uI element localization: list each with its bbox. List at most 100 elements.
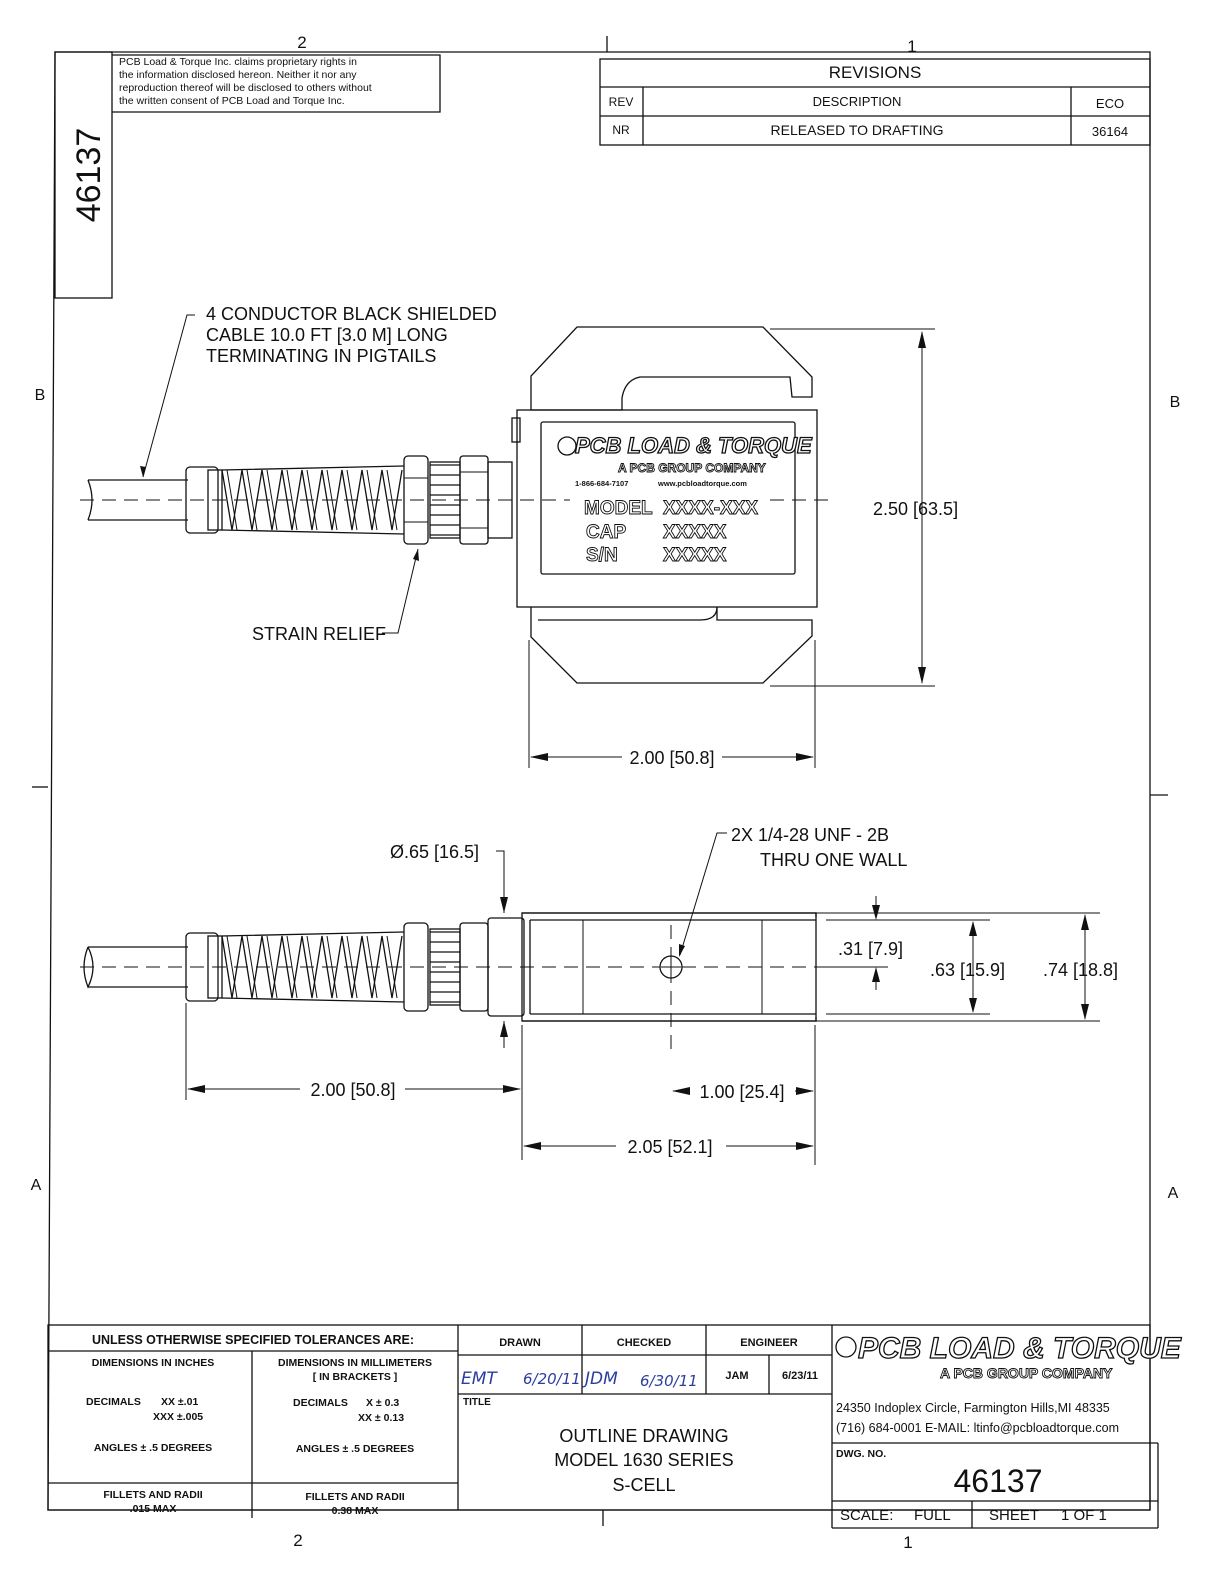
mm-xx: XX ± 0.13 <box>358 1412 404 1424</box>
zone-label-bottom-right: 1 <box>903 1533 912 1552</box>
rev-value: NR <box>612 123 630 137</box>
height-dim-text: 2.50 [63.5] <box>873 499 958 519</box>
plate-model-value: XXXX-XXX <box>663 498 758 519</box>
rev-header: REV <box>609 95 634 109</box>
pcb-logo-icon <box>835 1336 857 1358</box>
revisions-table: REVISIONS REV DESCRIPTION ECO NR RELEASE… <box>599 58 1151 146</box>
sheet-label: SHEET <box>989 1507 1039 1524</box>
sheet-value: 1 OF 1 <box>1061 1507 1107 1524</box>
revisions-title: REVISIONS <box>829 63 922 82</box>
zone-label-right-b: B <box>1170 394 1181 411</box>
cable-note-line-2: CABLE 10.0 FT [3.0 M] LONG <box>206 325 448 345</box>
plate-website: www.pcbloadtorque.com <box>657 479 747 488</box>
checked-date: 6/30/11 <box>640 1372 698 1390</box>
zone-label-top-left: 2 <box>297 33 306 52</box>
top-view: PCB LOAD & TORQUE A PCB GROUP COMPANY 1-… <box>80 326 830 684</box>
description-header: DESCRIPTION <box>813 94 902 109</box>
inch-xx: XX ±.01 <box>161 1396 198 1408</box>
thread-note-line-2: THRU ONE WALL <box>760 850 907 870</box>
inch-fillets: .015 MAX <box>130 1503 177 1515</box>
plate-cap-value: XXXXX <box>663 522 727 543</box>
plate-sn-label: S/N <box>586 545 618 566</box>
title-line-1: OUTLINE DRAWING <box>559 1426 728 1446</box>
half-thick-dim-text: .31 [7.9] <box>838 939 903 959</box>
cable-note-line-1: 4 CONDUCTOR BLACK SHIELDED <box>206 304 497 324</box>
inch-col-head: DIMENSIONS IN INCHES <box>92 1357 215 1369</box>
side-view <box>80 912 830 1050</box>
checked-label: CHECKED <box>617 1337 671 1349</box>
width-dim-top-text: 2.00 [50.8] <box>629 748 714 768</box>
thread-callout: 2X 1/4-28 UNF - 2B THRU ONE WALL <box>679 825 907 957</box>
engineer-date: 6/23/11 <box>782 1370 818 1382</box>
thickness-dimensions: .31 [7.9] .63 [15.9] .74 [18.8] <box>816 896 1118 1022</box>
thread-note-line-1: 2X 1/4-28 UNF - 2B <box>731 825 889 845</box>
tolerance-header: UNLESS OTHERWISE SPECIFIED TOLERANCES AR… <box>92 1333 414 1347</box>
mm-angles: ANGLES ± .5 DEGREES <box>296 1443 414 1455</box>
inch-fillets-head: FILLETS AND RADII <box>103 1489 202 1501</box>
company-contact: (716) 684-0001 E-MAIL: ltinfo@pcbloadtor… <box>836 1421 1119 1435</box>
zone-label-right-a: A <box>1168 1185 1179 1202</box>
mm-fillets: 0.38 MAX <box>332 1505 379 1517</box>
cable-callout: 4 CONDUCTOR BLACK SHIELDED CABLE 10.0 FT… <box>140 304 497 478</box>
inch-xxx: XXX ±.005 <box>153 1411 203 1423</box>
drawn-label: DRAWN <box>499 1337 541 1349</box>
plate-subbrand: A PCB GROUP COMPANY <box>618 461 766 475</box>
mm-fillets-head: FILLETS AND RADII <box>305 1491 404 1503</box>
plate-cap-label: CAP <box>586 522 626 543</box>
body-length-dimension: 2.05 [52.1] <box>521 1025 814 1160</box>
company-address: 24350 Indoplex Circle, Farmington Hills,… <box>836 1401 1110 1415</box>
hole-offset-dimension: 1.00 [25.4] <box>672 1025 816 1165</box>
notice-line-1: PCB Load & Torque Inc. claims proprietar… <box>119 56 357 68</box>
dwg-no-value: 46137 <box>954 1463 1043 1499</box>
eco-value: 36164 <box>1092 124 1128 139</box>
tab-drawing-number: 46137 <box>70 128 108 223</box>
mm-col-head-1: DIMENSIONS IN MILLIMETERS <box>278 1357 432 1369</box>
plate-model-label: MODEL <box>584 498 653 519</box>
plate-brand: PCB LOAD & TORQUE <box>575 433 813 458</box>
proprietary-notice: PCB Load & Torque Inc. claims proprietar… <box>112 54 441 113</box>
title-block: UNLESS OTHERWISE SPECIFIED TOLERANCES AR… <box>47 1324 1182 1529</box>
eco-header: ECO <box>1096 96 1124 111</box>
description-value: RELEASED TO DRAFTING <box>771 122 944 138</box>
notice-line-4: the written consent of PCB Load and Torq… <box>119 95 345 107</box>
engineer-label: ENGINEER <box>740 1337 798 1349</box>
drawn-date: 6/20/11 <box>523 1370 581 1388</box>
inch-angles: ANGLES ± .5 DEGREES <box>94 1442 212 1454</box>
mm-x: X ± 0.3 <box>366 1397 399 1409</box>
mm-decimals-label: DECIMALS <box>293 1397 348 1409</box>
cable-length-dimension: 2.00 [50.8] <box>185 1003 521 1100</box>
scale-value: FULL <box>914 1507 951 1524</box>
label-plate: PCB LOAD & TORQUE A PCB GROUP COMPANY 1-… <box>557 432 814 566</box>
cable-note-line-3: TERMINATING IN PIGTAILS <box>206 346 436 366</box>
width-dimension-top: 2.00 [50.8] <box>528 640 816 768</box>
inner-thick-dim-text: .63 [15.9] <box>930 960 1005 980</box>
diameter-label: Ø.65 [16.5] <box>390 842 479 862</box>
cable-length-dim-text: 2.00 [50.8] <box>310 1080 395 1100</box>
diameter-callout: Ø.65 [16.5] <box>390 842 508 1048</box>
title-line-3: S-CELL <box>612 1475 675 1495</box>
outer-thick-dim-text: .74 [18.8] <box>1043 960 1118 980</box>
zone-label-left-b: B <box>35 387 46 404</box>
hole-offset-dim-text: 1.00 [25.4] <box>699 1082 784 1102</box>
s-cell-body-top <box>511 326 818 684</box>
strain-relief-label: STRAIN RELIEF <box>252 624 386 644</box>
company-sub: A PCB GROUP COMPANY <box>940 1365 1113 1381</box>
drawn-signature: EMT <box>461 1369 498 1389</box>
scale-label: SCALE: <box>840 1507 893 1524</box>
zone-label-left-a: A <box>31 1177 42 1194</box>
mm-col-head-2: [ IN BRACKETS ] <box>313 1371 398 1383</box>
plate-phone: 1-866-684-7107 <box>575 479 628 488</box>
height-dimension: 2.50 [63.5] <box>770 328 958 687</box>
inch-decimals-label: DECIMALS <box>86 1396 141 1408</box>
plate-sn-value: XXXXX <box>663 545 727 566</box>
engineer-name: JAM <box>725 1370 748 1382</box>
notice-line-3: reproduction thereof will be disclosed t… <box>119 82 372 94</box>
notice-line-2: the information disclosed hereon. Neithe… <box>119 69 357 81</box>
body-length-dim-text: 2.05 [52.1] <box>627 1137 712 1157</box>
sheet-border <box>32 36 1168 1526</box>
zone-label-bottom-left: 2 <box>293 1531 302 1550</box>
drawing-number-tab: 46137 <box>54 51 113 299</box>
title-label: TITLE <box>463 1397 491 1408</box>
